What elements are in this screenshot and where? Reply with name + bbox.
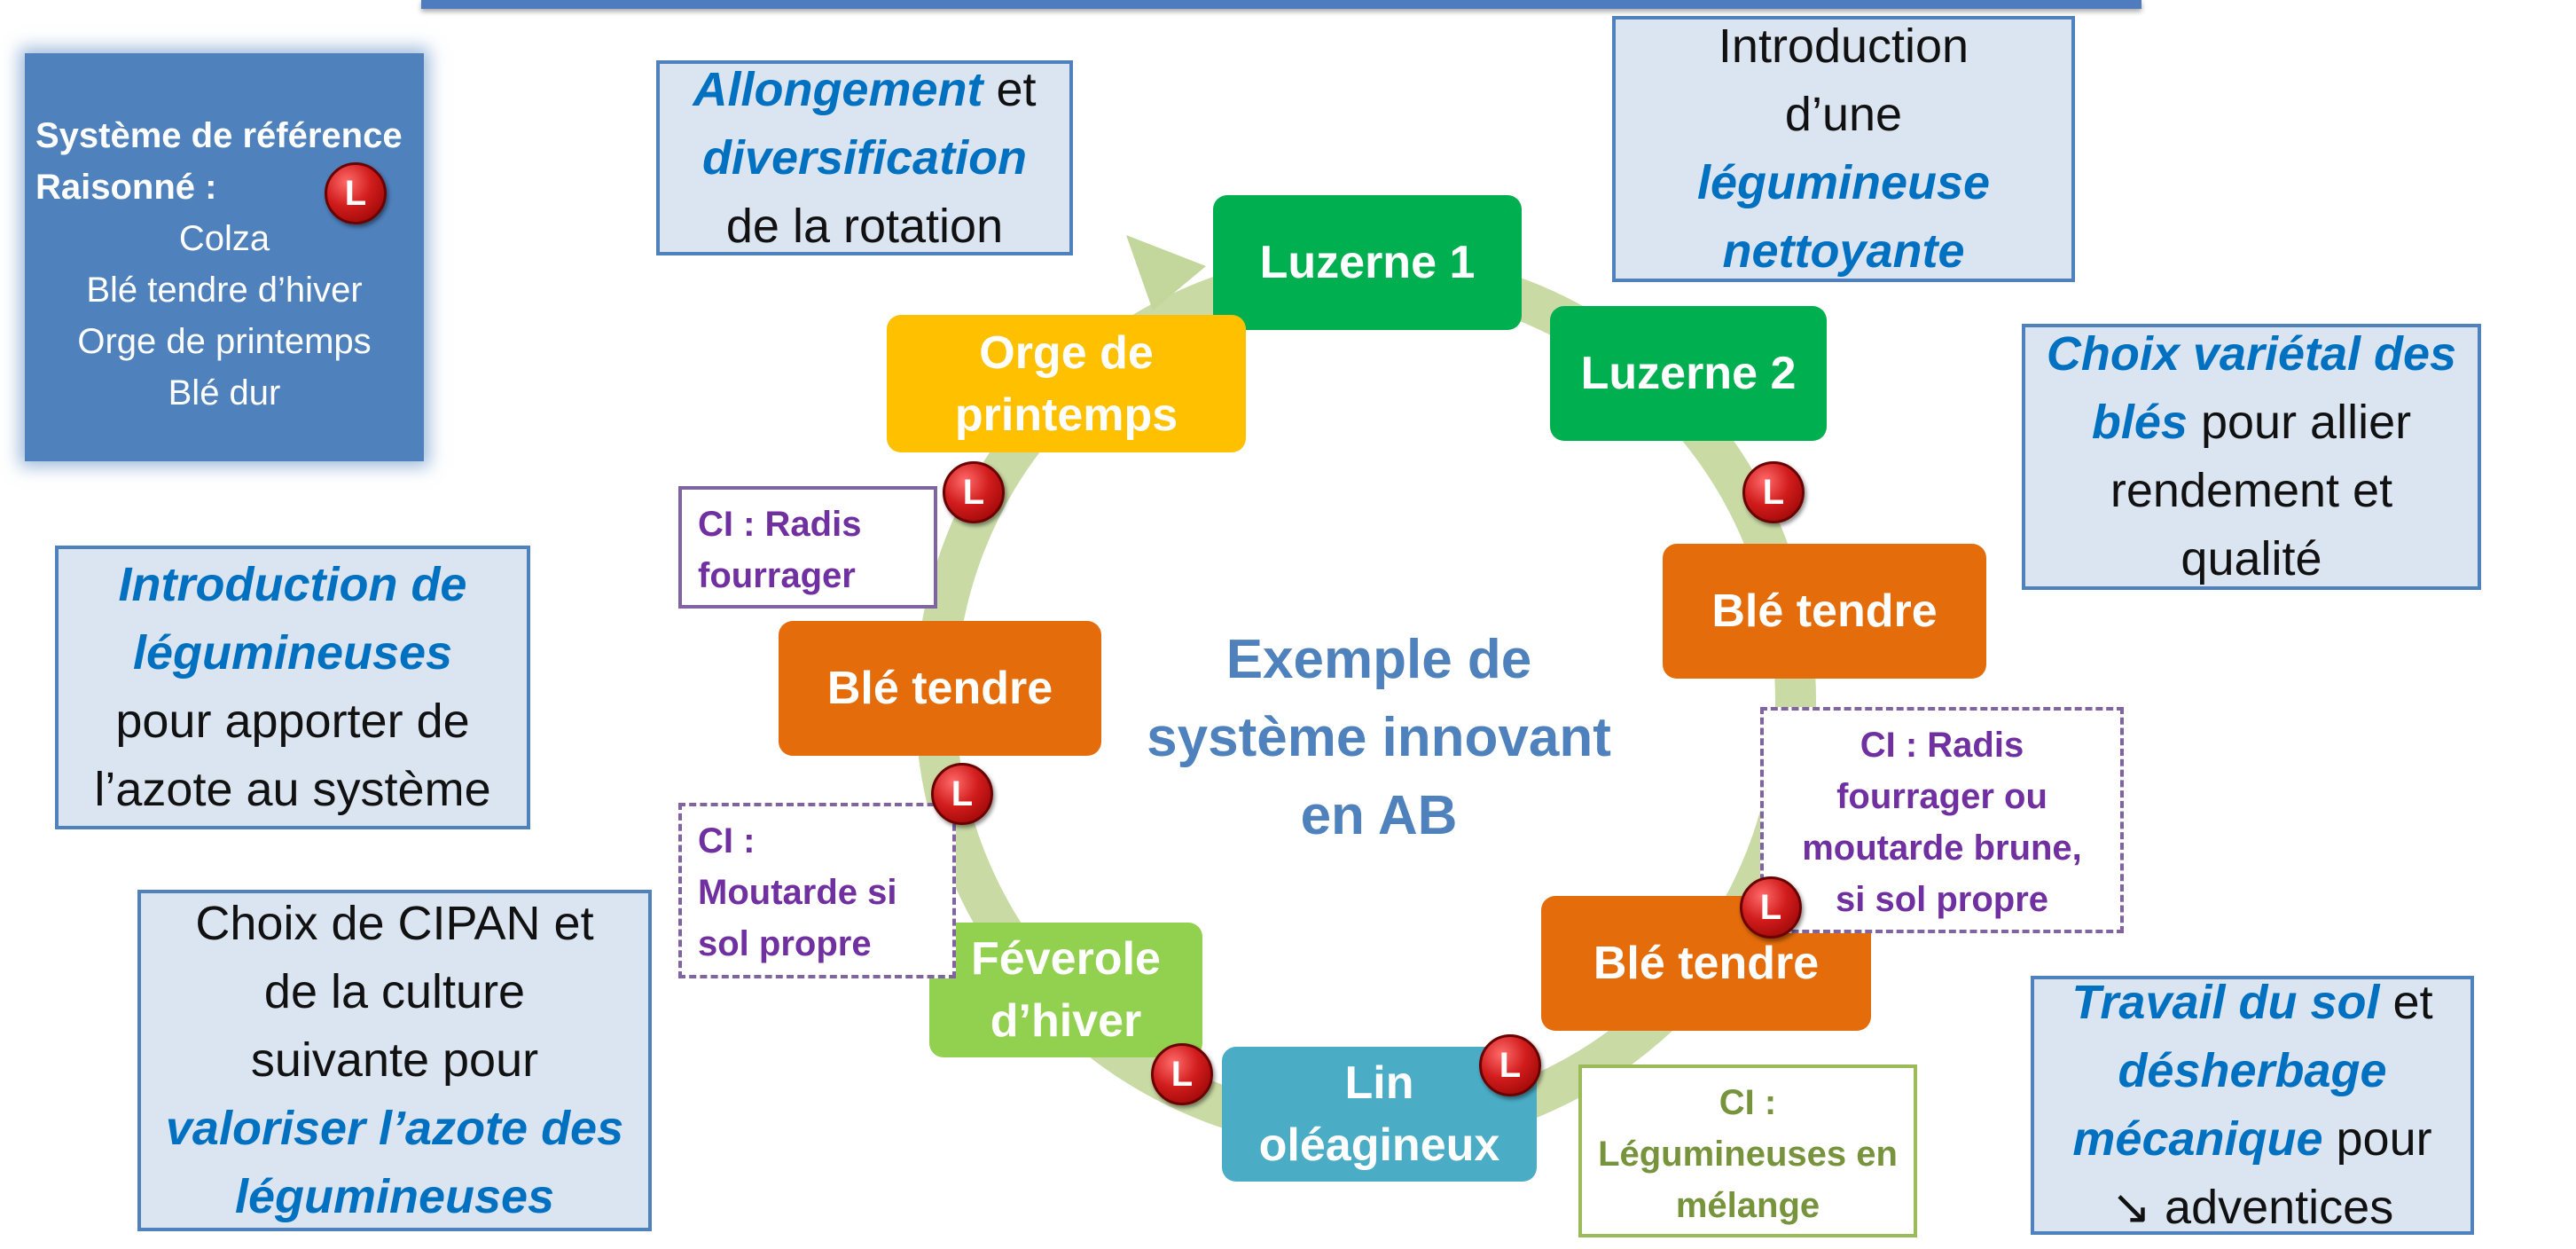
lever-travail-sol-box: Travail du sol et désherbage mécanique p…: [2031, 976, 2474, 1235]
top-banner-bar: [421, 0, 2141, 9]
lever-text: pour: [2322, 1112, 2432, 1166]
ci-text: mélange: [1675, 1186, 1820, 1225]
crop-label: Blé tendre: [1593, 938, 1820, 989]
lever-text: l’azote au système: [94, 763, 491, 816]
ci-text: fourrager: [698, 556, 856, 595]
crop-luzerne-1: Luzerne 1: [1213, 195, 1522, 330]
crop-label: Blé tendre: [1711, 585, 1938, 637]
crop-label: oléagineux: [1258, 1119, 1500, 1171]
lever-em: diversification: [701, 130, 1028, 185]
lever-text: d’une: [1784, 88, 1903, 141]
reference-system-subtitle: Raisonné :: [35, 168, 217, 207]
lever-text: Choix de CIPAN et: [195, 897, 594, 950]
crop-label: Lin: [1344, 1057, 1414, 1109]
lever-em: Choix variétal des: [2046, 327, 2457, 381]
ci-text: CI :: [698, 821, 756, 860]
lever-text: Introduction: [1718, 20, 1969, 73]
lever-em: légumineuses: [234, 1170, 555, 1223]
crop-label: d’hiver: [990, 995, 1142, 1047]
crop-luzerne-2: Luzerne 2: [1550, 306, 1827, 441]
lever-text: rendement et: [2110, 464, 2393, 517]
lever-em: Allongement: [693, 62, 983, 116]
ci-text: moutarde brune,: [1802, 829, 2082, 868]
lever-allongement-box: Allongement et diversification de la rot…: [656, 60, 1073, 255]
ci-legumineuses-melange-box: CI : Légumineuses en mélange: [1578, 1064, 1917, 1237]
lever-em: légumineuses: [132, 626, 453, 679]
ci-text: CI :: [1719, 1083, 1777, 1122]
lever-em: légumineuse: [1696, 156, 1991, 209]
lever-text: qualité: [2181, 532, 2322, 585]
lever-text: suivante pour: [250, 1033, 539, 1087]
reference-crop: Blé dur: [168, 373, 281, 412]
cycle-arrowhead: [1126, 235, 1206, 310]
center-title-line: système innovant: [1147, 707, 1611, 768]
crop-label: Luzerne 2: [1580, 348, 1797, 399]
crop-label: Orge de: [979, 326, 1154, 379]
center-title-line: en AB: [1300, 785, 1458, 846]
lever-introduction-legumineuse-box: Introduction d’une légumineuse nettoyant…: [1612, 16, 2075, 282]
center-title-line: Exemple de: [1225, 629, 1532, 690]
ci-radis-fourrager-box: CI : Radis fourrager: [678, 486, 937, 609]
ci-text: sol propre: [698, 924, 872, 963]
reference-crop: Orge de printemps: [77, 322, 372, 361]
lever-text: et: [983, 62, 1037, 116]
lever-em: blés: [2091, 396, 2188, 449]
reference-system-title: Système de référence: [35, 116, 403, 155]
legume-badge: L: [931, 763, 993, 825]
lever-text: et: [2379, 976, 2433, 1029]
legume-badge: L: [1479, 1034, 1541, 1096]
crop-label: Luzerne 1: [1259, 237, 1476, 288]
legume-badge: L: [1151, 1043, 1213, 1105]
reference-system-box: Système de référence Raisonné : Colza Bl…: [25, 53, 424, 461]
ci-text: fourrager ou: [1836, 777, 2047, 816]
lever-text: de la culture: [263, 965, 526, 1018]
lever-em: Travail du sol: [2071, 976, 2380, 1029]
lever-em: Introduction de: [118, 558, 467, 611]
legume-badge: L: [1740, 876, 1802, 939]
lever-em: nettoyante: [1722, 224, 1965, 278]
reference-crop: Blé tendre d’hiver: [86, 271, 363, 310]
crop-feverole-hiver: Féverole d’hiver: [929, 923, 1202, 1057]
ci-radis-moutarde-box: CI : Radis fourrager ou moutarde brune, …: [1760, 707, 2124, 933]
lever-em: mécanique: [2072, 1112, 2323, 1166]
lever-choix-varietal-box: Choix variétal des blés pour allier rend…: [2022, 324, 2481, 590]
lever-em: désherbage: [2118, 1044, 2387, 1097]
legume-badge: L: [325, 162, 387, 224]
legume-badge: L: [943, 461, 1005, 523]
ci-text: CI : Radis: [1860, 726, 2024, 765]
lever-text: pour apporter de: [115, 695, 470, 748]
crop-label: Féverole: [971, 933, 1161, 985]
crop-label: Blé tendre: [826, 663, 1053, 714]
lever-choix-cipan-box: Choix de CIPAN et de la culture suivante…: [137, 890, 652, 1231]
ci-moutarde-box: CI : Moutarde si sol propre: [678, 803, 956, 978]
crop-ble-tendre-bottom: Blé tendre: [1541, 896, 1871, 1031]
lever-introduction-legumineuses-box: Introduction de légumineuses pour apport…: [55, 546, 530, 829]
legume-badge: L: [1742, 461, 1805, 523]
crop-ble-tendre-right: Blé tendre: [1663, 544, 1986, 679]
ci-text: si sol propre: [1835, 880, 2049, 919]
lever-em: valoriser l’azote des: [165, 1102, 624, 1155]
crop-ble-tendre-left: Blé tendre: [779, 621, 1101, 756]
crop-label: printemps: [954, 389, 1178, 441]
lever-text: pour allier: [2187, 396, 2412, 449]
ci-text: Moutarde si: [698, 873, 897, 912]
reference-crop: Colza: [178, 219, 270, 258]
crop-lin-oleagineux: Lin oléagineux: [1222, 1047, 1537, 1182]
crop-orge-printemps: Orge de printemps: [887, 315, 1246, 452]
lever-text: de la rotation: [725, 199, 1004, 253]
lever-text: ↘ adventices: [2110, 1181, 2394, 1234]
ci-text: Légumineuses en: [1598, 1135, 1898, 1174]
ci-text: CI : Radis: [698, 505, 862, 544]
center-title: Exemple de système innovant en AB: [1122, 621, 1636, 855]
